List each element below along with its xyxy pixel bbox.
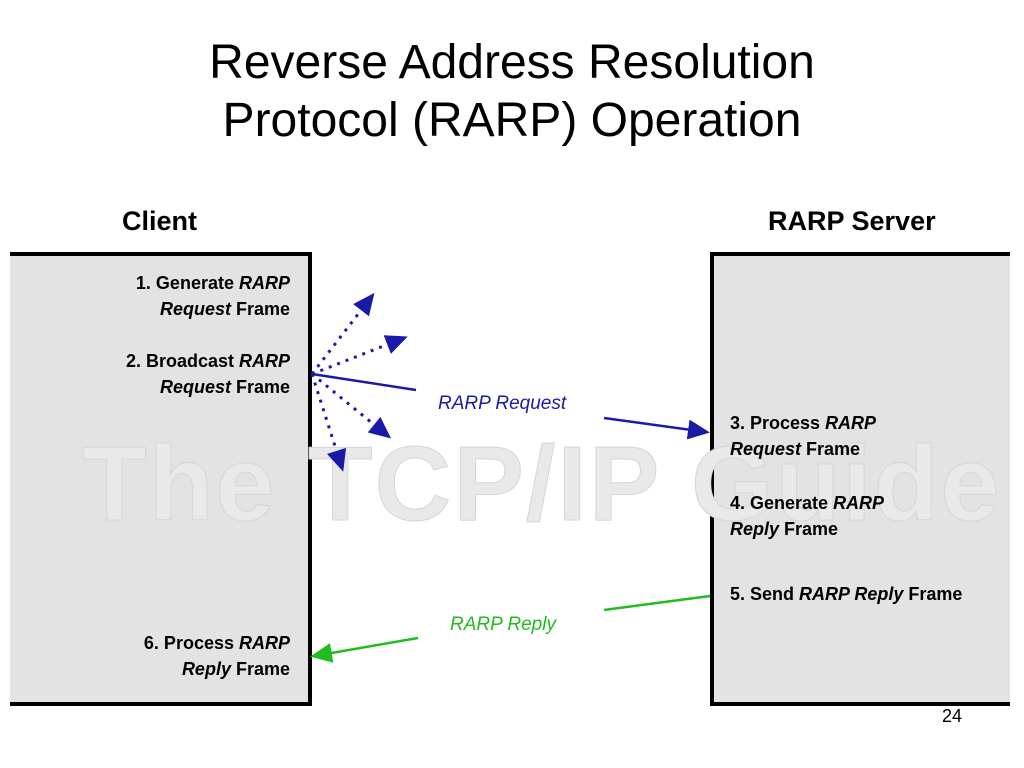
server-step-5: 5. Send RARP Reply Frame <box>730 584 963 604</box>
server-step-3: 3. Process RARP Request Frame <box>730 413 877 459</box>
server-step-4: 4. Generate RARP Reply Frame <box>730 493 885 539</box>
client-step-2: 2. Broadcast RARP Request Frame <box>125 351 290 397</box>
broadcast-arrows <box>310 292 408 472</box>
server-panel <box>710 252 1010 706</box>
request-arrow-start <box>311 372 417 392</box>
client-panel <box>10 252 312 706</box>
title-line-1: Reverse Address Resolution <box>209 36 815 89</box>
slide-title: Reverse Address Resolution Protocol (RAR… <box>0 34 1024 150</box>
reply-label: RARP Reply <box>450 614 556 635</box>
client-heading: Client <box>122 206 198 236</box>
watermark: The TCP/IP Guide <box>81 425 1002 544</box>
broadcast-arrow-1 <box>310 292 375 375</box>
reply-arrow-start <box>603 594 711 612</box>
request-arrow-end <box>603 416 710 440</box>
request-label: RARP Request <box>438 393 567 414</box>
client-step-1: 1. Generate RARP Request Frame <box>135 273 290 319</box>
broadcast-arrow-4 <box>310 373 347 472</box>
client-step-6: 6. Process RARP Reply Frame <box>143 633 290 679</box>
reply-arrow-end <box>310 636 419 663</box>
server-heading: RARP Server <box>768 206 936 236</box>
broadcast-arrow-3 <box>311 372 392 439</box>
broadcast-arrow-2 <box>311 335 408 376</box>
page-number: 24 <box>941 706 962 726</box>
title-line-2: Protocol (RARP) Operation <box>222 94 802 147</box>
